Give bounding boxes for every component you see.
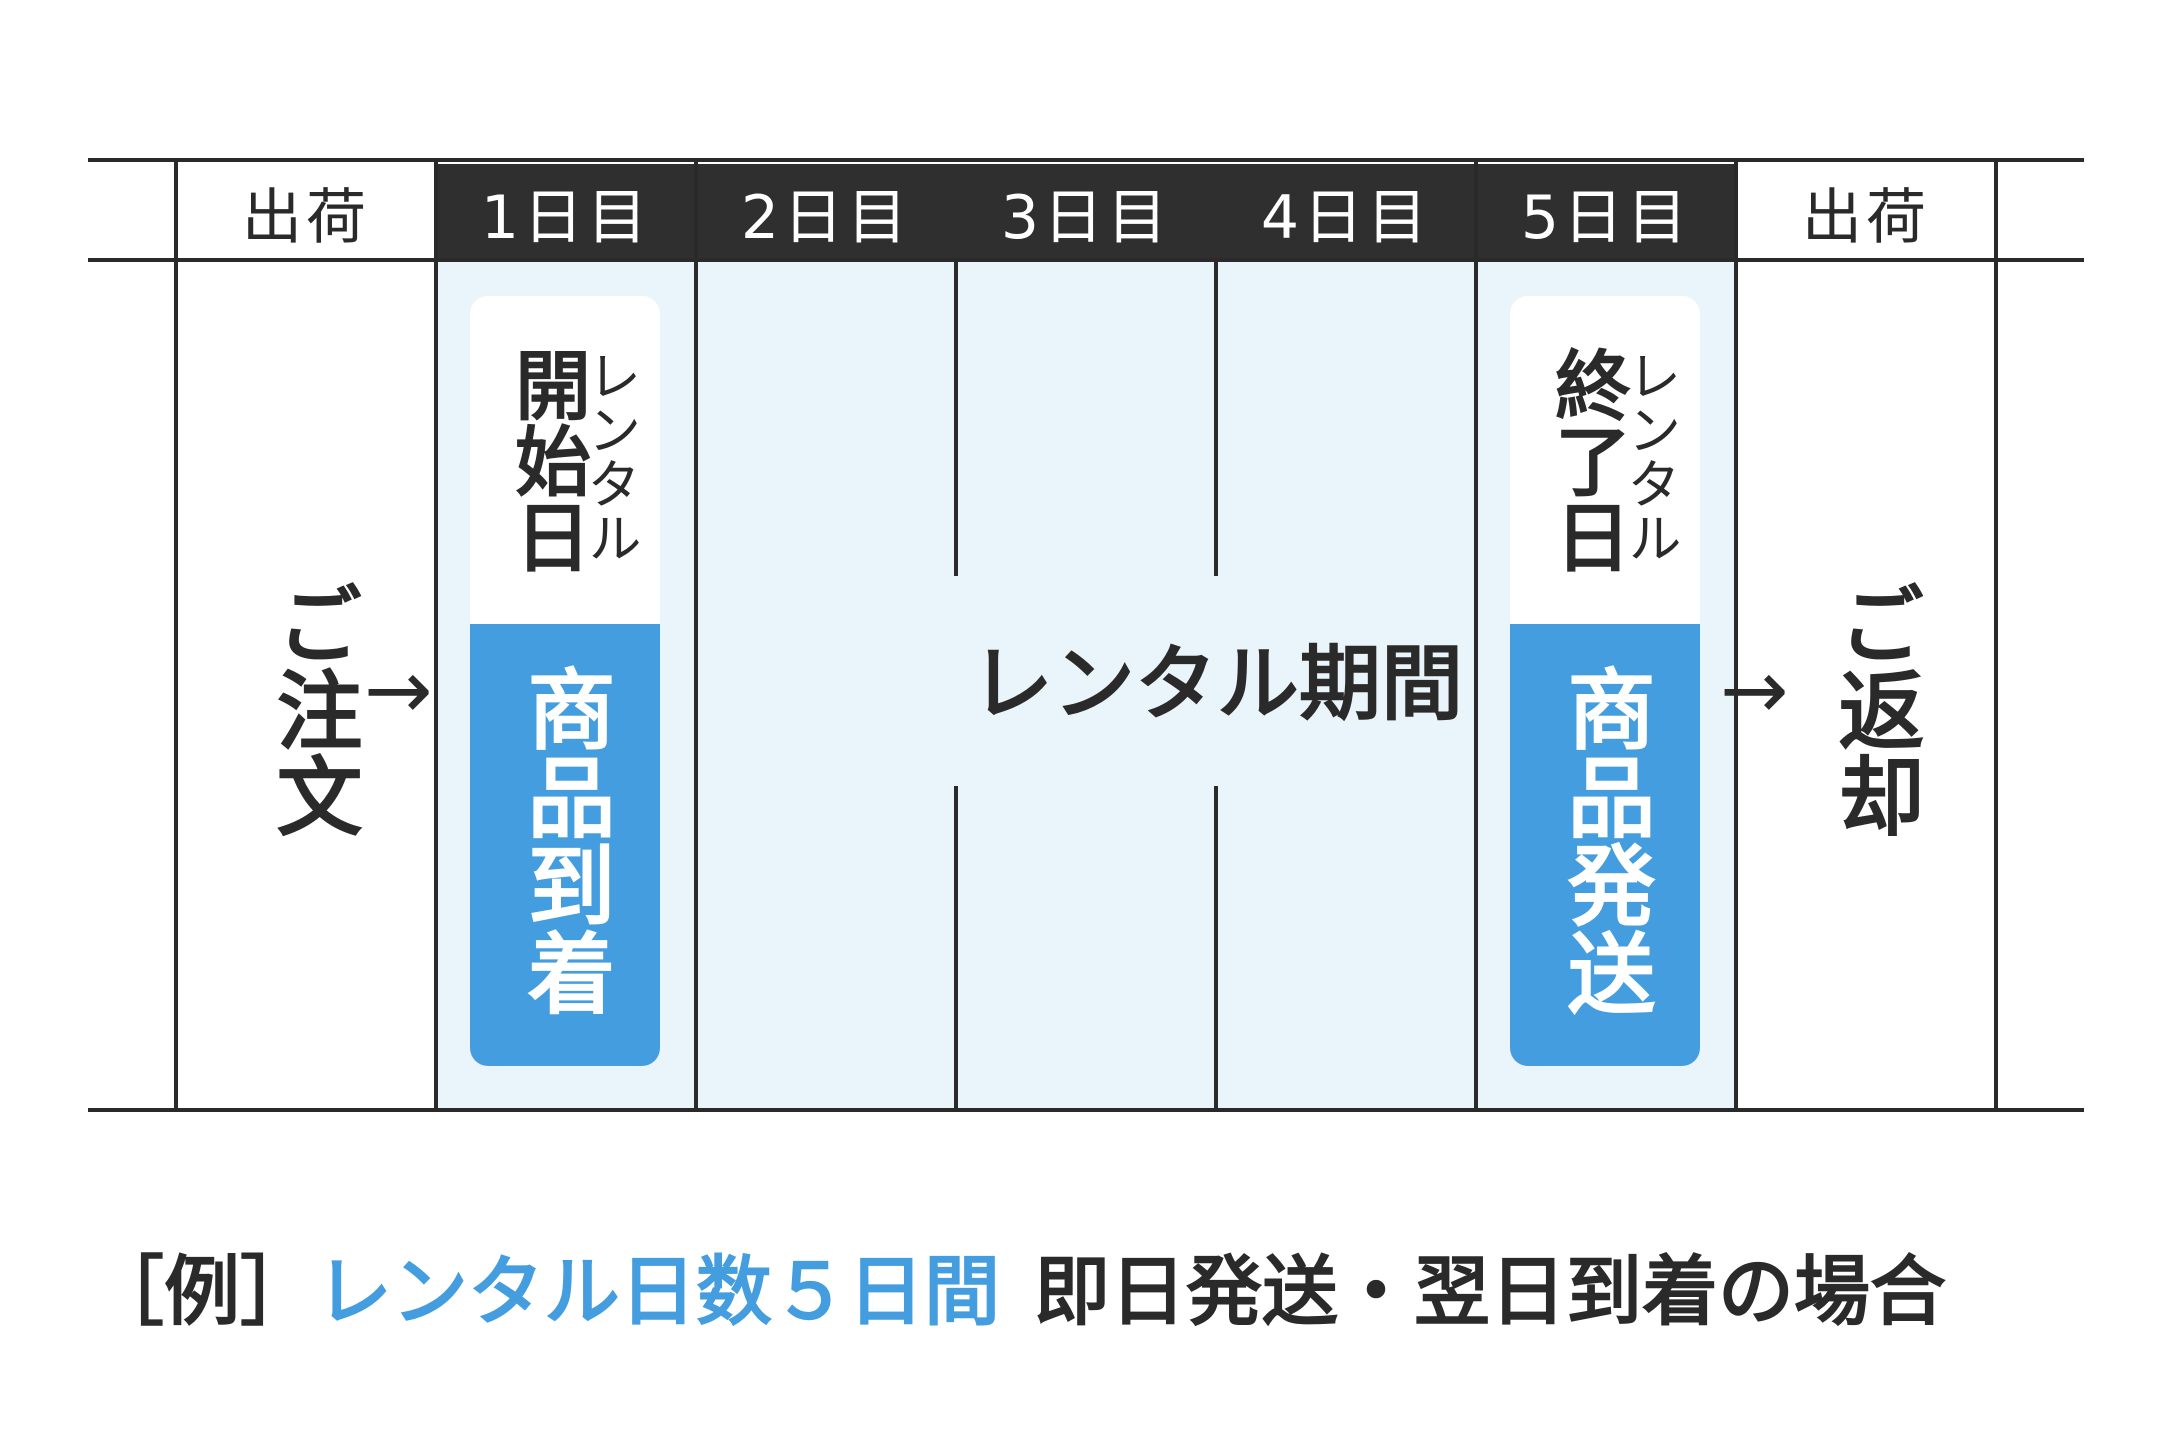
arrow-to-return: → — [1720, 643, 1789, 738]
top-rule — [88, 158, 2084, 162]
divider-day-3-upper — [1214, 260, 1218, 576]
divider-day-5 — [1734, 160, 1738, 1110]
rental-start-card-bottom — [470, 624, 660, 1066]
divider-day-2-lower — [954, 786, 958, 1110]
order-label: ご注文 — [261, 580, 361, 838]
rental-end-small-label: レンタル — [1618, 348, 1681, 564]
arrival-label: 商品到着 — [513, 664, 616, 1016]
rental-start-big-label: 開始日 — [502, 346, 591, 574]
header-rule — [88, 258, 2084, 262]
bottom-rule — [88, 1108, 2084, 1112]
divider-day-1 — [694, 160, 698, 1110]
header-day-3: 3日目 — [956, 164, 1216, 260]
return-label: ご返却 — [1823, 580, 1923, 838]
rental-period-label: レンタル期間 — [970, 637, 1463, 732]
rental-start-card: レンタル 開始日 商品到着 — [470, 296, 660, 1066]
divider-right-edge — [1994, 160, 1998, 1110]
divider-left-edge — [174, 160, 178, 1110]
header-ship-return: 出荷 — [1736, 164, 1996, 260]
header-day-2: 2日目 — [696, 164, 956, 260]
divider-day-2-upper — [954, 260, 958, 576]
divider-day-3-lower — [1214, 786, 1218, 1110]
divider-day-4 — [1474, 160, 1478, 1110]
header-ship-out: 出荷 — [176, 164, 436, 260]
caption-highlight: レンタル日数５日間 — [316, 1247, 1000, 1336]
rental-end-card: レンタル 終了日 商品発送 — [1510, 296, 1700, 1066]
rental-start-card-top — [470, 296, 660, 624]
shipping-label: 商品発送 — [1553, 664, 1656, 1016]
rental-start-small-label: レンタル — [578, 348, 641, 564]
header-day-1: 1日目 — [436, 164, 696, 260]
rental-end-card-top — [1510, 296, 1700, 624]
header-day-4: 4日目 — [1216, 164, 1476, 260]
arrow-to-arrival: → — [364, 643, 433, 738]
caption-prefix: ［例］ — [88, 1247, 316, 1336]
example-caption: ［例］ レンタル日数５日間 即日発送・翌日到着の場合 — [88, 1230, 1946, 1340]
header-day-5: 5日目 — [1476, 164, 1736, 260]
divider-order — [434, 160, 438, 1110]
rental-end-big-label: 終了日 — [1542, 346, 1631, 574]
caption-suffix: 即日発送・翌日到着の場合 — [1034, 1247, 1946, 1336]
rental-end-card-bottom — [1510, 624, 1700, 1066]
